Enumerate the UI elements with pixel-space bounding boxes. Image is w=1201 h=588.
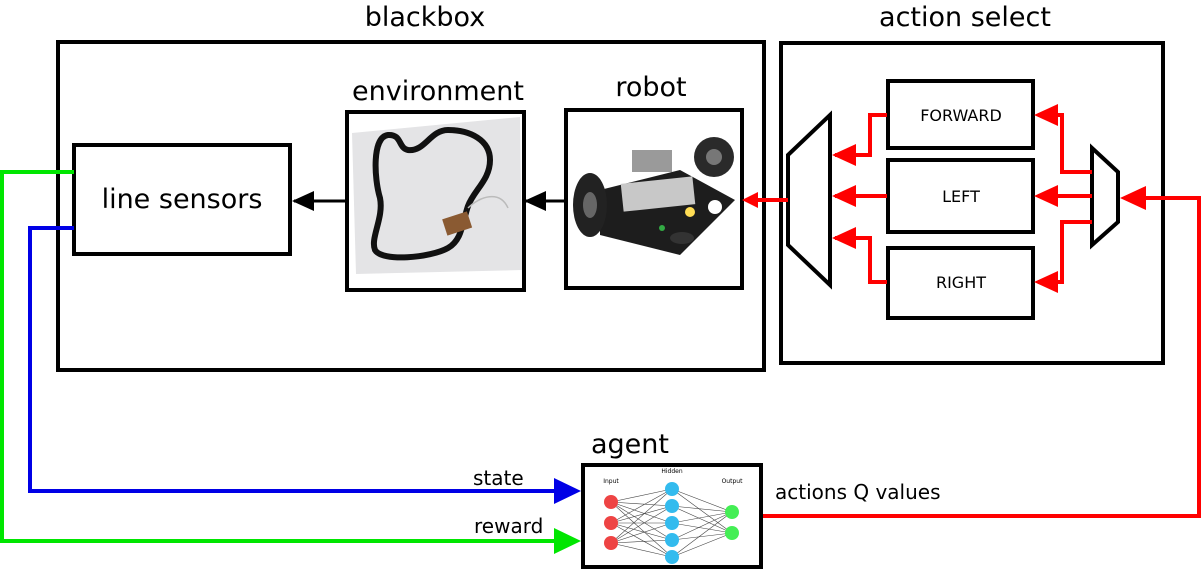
environment-image — [345, 110, 526, 292]
environment-to-sensors-arrowhead — [292, 191, 314, 211]
nn-output-node — [725, 505, 739, 519]
nn-edge — [610, 539, 673, 544]
nn-edge — [610, 501, 673, 524]
nn-hidden-label: Hidden — [661, 468, 682, 475]
left-box — [886, 158, 1035, 234]
nn-edge — [610, 522, 673, 541]
nn-edge — [610, 501, 673, 541]
nn-edge — [610, 505, 673, 524]
forward-label: FORWARD — [920, 106, 1002, 125]
robot-to-environment-arrowhead — [524, 191, 546, 211]
nn-output-label: Output — [722, 478, 743, 485]
nn-input-node — [604, 536, 618, 550]
multiplexer-shape — [786, 110, 832, 290]
nn-edge — [671, 511, 733, 541]
right-label: RIGHT — [936, 273, 986, 292]
nn-input-label: Input — [603, 478, 619, 485]
nn-hidden-node — [665, 499, 679, 513]
nn-output-node — [725, 526, 739, 540]
nn-edge — [610, 505, 673, 544]
nn-edge — [610, 488, 673, 544]
nn-hidden-node — [665, 533, 679, 547]
line-sensors-label: line sensors — [102, 184, 263, 215]
nn-hidden-node — [665, 550, 679, 564]
nn-edge — [671, 522, 733, 534]
blackbox-frame — [56, 40, 766, 372]
state-arrowhead — [554, 478, 581, 504]
nn-edge — [610, 488, 673, 524]
nn-edge — [610, 522, 673, 544]
action-select-title: action select — [879, 2, 1051, 33]
nn-edge — [671, 511, 733, 558]
nn-edge — [671, 488, 733, 534]
actions-q-line — [763, 196, 1201, 518]
nn-edge — [671, 488, 733, 513]
nn-edge — [610, 522, 673, 558]
forward-box — [886, 79, 1035, 150]
action-select-frame — [779, 41, 1165, 365]
nn-edge — [610, 501, 673, 507]
line-sensors-box — [72, 143, 292, 256]
environment-title: environment — [352, 76, 524, 107]
nn-edge — [610, 542, 673, 558]
demultiplexer-shape — [1090, 143, 1120, 250]
nn-input-node — [604, 516, 618, 530]
nn-edge — [671, 532, 733, 558]
action-routing-arrowheads — [742, 104, 1146, 293]
nn-edge — [671, 505, 733, 513]
nn-edge — [610, 501, 673, 558]
robot-title: robot — [615, 72, 686, 103]
reward-line — [0, 170, 555, 543]
nn-hidden-node — [665, 482, 679, 496]
nn-hidden-node — [665, 516, 679, 530]
nn-input-node — [604, 495, 618, 509]
nn-edge — [671, 505, 733, 534]
reward-label: reward — [474, 514, 543, 538]
actions-q-label: actions Q values — [775, 480, 941, 504]
state-line — [28, 226, 555, 493]
agent-title: agent — [591, 429, 669, 460]
blackbox-title: blackbox — [365, 2, 485, 33]
left-label: LEFT — [942, 187, 980, 206]
state-label: state — [473, 466, 524, 490]
nn-edge — [671, 532, 733, 541]
neural-network-figure: Input Hidden Output — [603, 468, 743, 564]
robot-image — [564, 108, 744, 290]
nn-edge — [610, 488, 673, 503]
right-box — [886, 246, 1035, 320]
reward-arrowhead — [554, 528, 581, 554]
nn-edge — [671, 511, 733, 524]
